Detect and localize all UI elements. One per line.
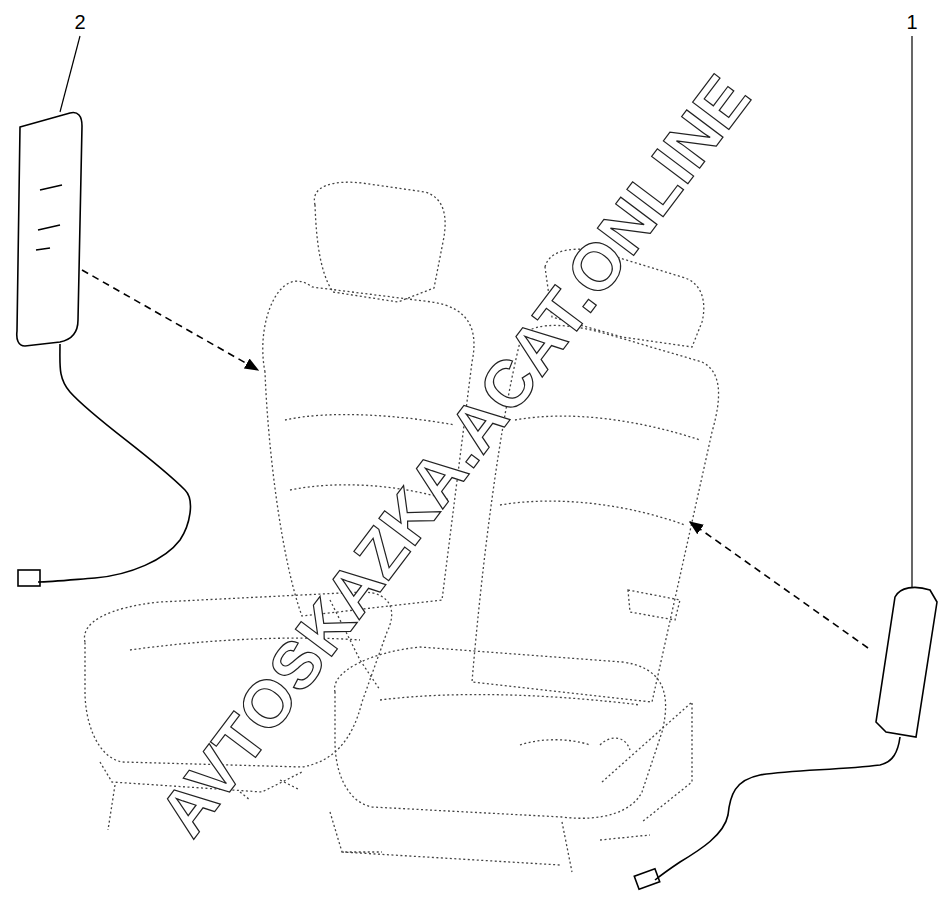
install-arrow — [690, 522, 868, 648]
airbag-module — [634, 587, 937, 889]
callout-number: 2 — [74, 12, 85, 32]
leader-line — [60, 36, 80, 112]
watermark: AVTOSKAZKA.ACAT.ONLINE — [148, 63, 761, 847]
callout-number: 1 — [906, 12, 917, 32]
leader-line — [911, 36, 912, 588]
airbag-module — [17, 113, 191, 586]
install-arrow — [82, 270, 258, 370]
